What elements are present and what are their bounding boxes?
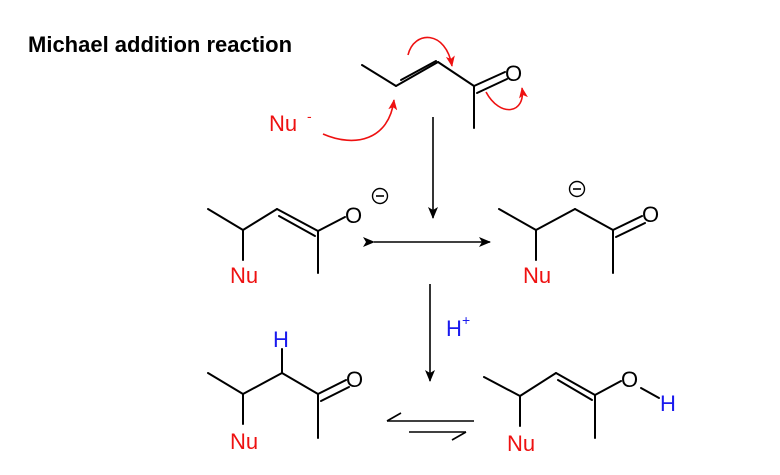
bond [594,380,622,396]
bond-carbonyl [473,71,506,87]
nucleophile-label: Nu [507,431,535,456]
proton-label: H [446,316,462,341]
bond [535,208,576,231]
bond [437,61,475,87]
nucleophile-label: Nu [523,263,551,288]
nucleophile-label: Nu [230,263,258,288]
bond [276,208,319,232]
bond [519,372,557,397]
bond-carbonyl [612,215,643,231]
curly-arrow-carbonyl-to-oxygen [485,87,528,111]
proton-charge: + [462,312,470,328]
scheme-title: Michael addition reaction [28,32,292,57]
bond [242,208,278,231]
nucleophile: Nu - [269,108,312,136]
oxygen-atom: O [345,203,362,228]
oxygen-atom: O [642,202,659,227]
bond [207,208,244,231]
hydrogen-atom: H [273,327,289,352]
enol-product-molecule: O H Nu [483,367,676,456]
charge-circle-icon [371,187,389,205]
bond [361,64,397,87]
bond-carbonyl [320,386,350,402]
bond [242,372,283,395]
oxygen-atom: O [505,61,522,86]
oxygen-atom: O [346,367,363,392]
bond [281,372,319,395]
bond [483,376,521,397]
bond [317,216,346,232]
keto-product-molecule: H O Nu [207,327,363,454]
enolate-molecule: O Nu [207,187,389,288]
proton-reagent: H + [446,312,470,341]
curly-arrow-nucleophile-attack [322,99,398,142]
curly-arrow-pi-bond-shift [407,36,455,67]
nucleophile-label: Nu [230,429,258,454]
bond-double-inner [278,215,316,237]
enone-molecule: O [361,60,522,129]
hydrogen-atom: H [660,391,676,416]
bond-carbonyl [615,222,646,238]
bond-o-h [640,387,660,399]
bond [395,61,439,87]
nucleophile-charge: - [307,108,312,124]
bond-carbonyl [476,78,508,94]
bond-double-inner [557,379,593,401]
bond [574,208,614,231]
equilibrium-arrows [386,412,474,441]
bond [207,372,244,395]
bond-carbonyl [317,379,347,395]
nucleophile-label: Nu [269,111,297,136]
bond-double-inner [400,60,437,81]
bond [498,208,537,231]
bond [555,372,596,396]
charge-circle-icon [568,180,586,198]
carbanion-molecule: O Nu [498,180,659,288]
oxygen-atom: O [621,367,638,392]
